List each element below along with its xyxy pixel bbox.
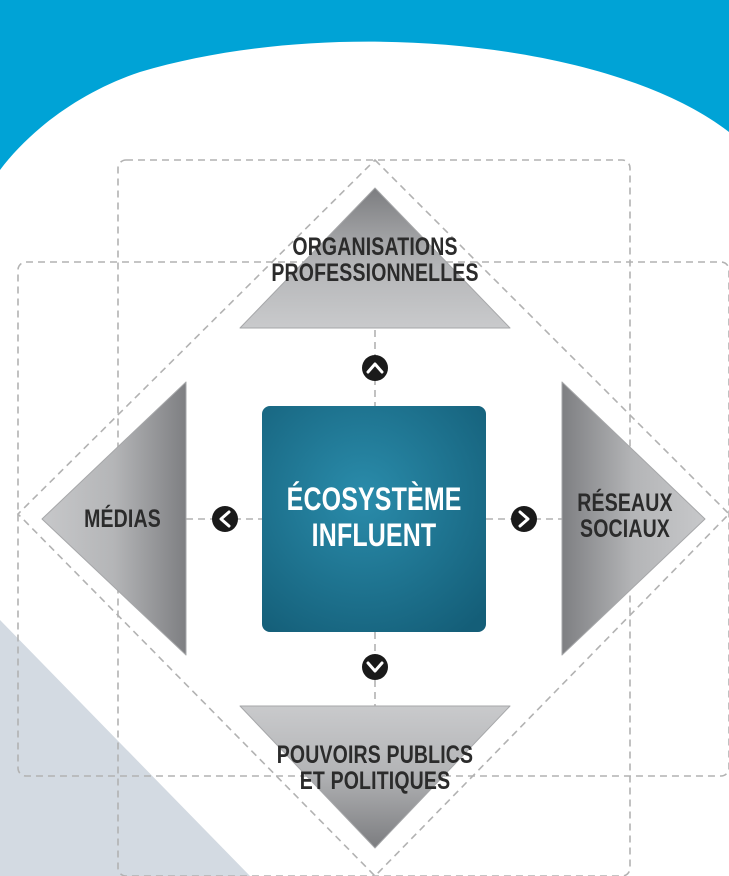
chevron-right-icon	[511, 506, 537, 532]
center-label: ÉCOSYSTÈME INFLUENT	[287, 481, 462, 553]
node-label-bottom: POUVOIRS PUBLICS ET POLITIQUES	[250, 742, 500, 794]
dashed-frame-diamond	[16, 158, 729, 876]
center-label-line2: INFLUENT	[311, 517, 437, 553]
node-label-top-line2: PROFESSIONNELLES	[271, 259, 479, 287]
background-bottom-left-shape	[0, 620, 250, 876]
node-label-top-line1: ORGANISATIONS	[292, 233, 458, 261]
node-label-right-line1: RÉSEAUX	[577, 489, 673, 517]
chevron-up-icon	[362, 355, 388, 381]
chevron-down-icon	[362, 654, 388, 680]
triangle-left	[41, 381, 187, 656]
node-label-right-line2: SOCIAUX	[580, 515, 670, 543]
node-label-bottom-line1: POUVOIRS PUBLICS	[276, 741, 474, 769]
node-label-left: MÉDIAS	[74, 506, 172, 532]
node-label-top: ORGANISATIONS PROFESSIONNELLES	[258, 234, 492, 286]
node-label-left-line1: MÉDIAS	[84, 505, 161, 533]
center-label-line1: ÉCOSYSTÈME	[286, 481, 462, 517]
triangle-bottom	[239, 705, 511, 849]
node-label-right: RÉSEAUX SOCIAUX	[574, 490, 675, 542]
center-box	[262, 406, 486, 632]
triangle-right	[561, 381, 706, 656]
node-label-bottom-line2: ET POLITIQUES	[299, 767, 451, 795]
background-top-band	[0, 0, 729, 170]
chevron-left-icon	[212, 506, 238, 532]
triangle-top	[239, 187, 511, 329]
